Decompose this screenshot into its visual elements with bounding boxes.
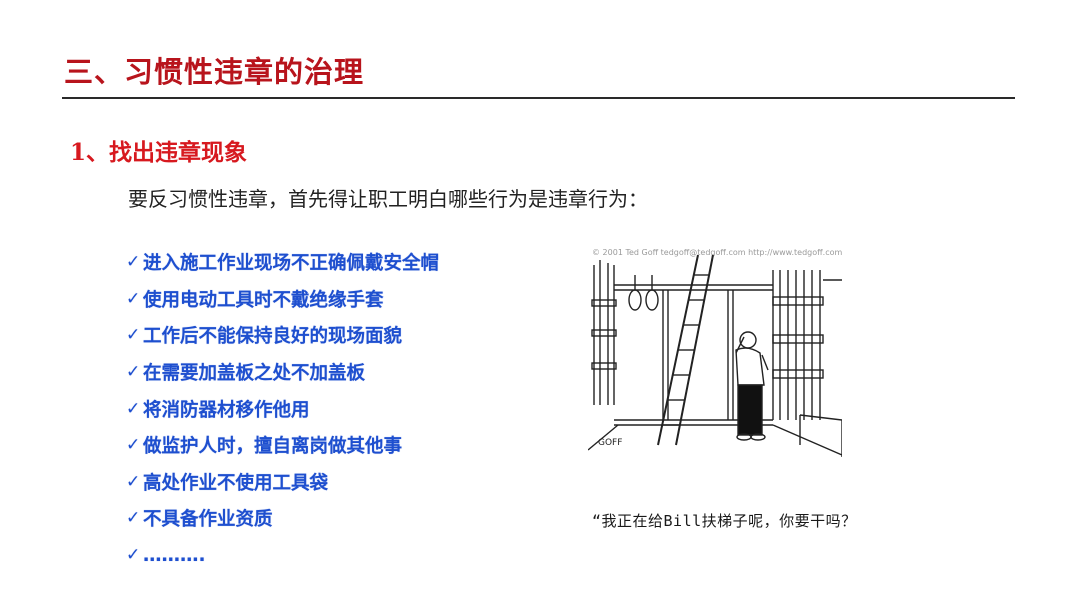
check-icon: ✓ (126, 398, 141, 419)
section-label: 找出违章现象 (109, 140, 248, 166)
list-item-text: 做监护人时，擅自离岗做其他事 (143, 436, 403, 458)
ladder-cartoon-image: GOFF (588, 254, 842, 457)
check-icon: ✓ (126, 435, 141, 456)
section-number: 1、 (70, 139, 110, 166)
check-icon: ✓ (126, 545, 141, 566)
check-icon: ✓ (126, 325, 141, 346)
list-item-text: 高处作业不使用工具袋 (143, 472, 329, 494)
check-icon: ✓ (126, 252, 141, 273)
list-item: ✓不具备作业资质 (126, 500, 439, 537)
list-item: ✓工作后不能保持良好的现场面貌 (126, 317, 439, 354)
check-icon: ✓ (126, 471, 141, 492)
check-icon: ✓ (126, 362, 141, 383)
check-icon: ✓ (126, 508, 141, 529)
list-item-text: ………. (143, 544, 206, 566)
cartoon-caption: “我正在给Bill扶梯子呢，你要干吗？ (592, 512, 857, 530)
title-divider (62, 97, 1015, 99)
list-item: ✓高处作业不使用工具袋 (126, 464, 439, 501)
list-item: ✓使用电动工具时不戴绝缘手套 (126, 281, 439, 318)
list-item: ✓进入施工作业现场不正确佩戴安全帽 (126, 244, 439, 281)
section-heading: 1、找出违章现象 (70, 136, 247, 170)
check-icon: ✓ (126, 288, 141, 309)
list-item-text: 工作后不能保持良好的现场面貌 (143, 326, 403, 348)
list-item-text: 进入施工作业现场不正确佩戴安全帽 (143, 253, 440, 275)
list-item-text: 将消防器材移作他用 (143, 399, 310, 421)
list-item-text: 在需要加盖板之处不加盖板 (143, 363, 366, 385)
list-item: ✓………. (126, 537, 439, 574)
cartoon-signature: GOFF (598, 438, 622, 448)
list-item-text: 使用电动工具时不戴绝缘手套 (143, 289, 384, 311)
slide-title: 三、习惯性违章的治理 (64, 55, 365, 89)
violation-list: ✓进入施工作业现场不正确佩戴安全帽 ✓使用电动工具时不戴绝缘手套 ✓工作后不能保… (126, 244, 439, 573)
list-item: ✓将消防器材移作他用 (126, 390, 439, 427)
intro-text: 要反习惯性违章，首先得让职工明白哪些行为是违章行为： (128, 187, 648, 211)
list-item-text: 不具备作业资质 (143, 509, 273, 531)
list-item: ✓在需要加盖板之处不加盖板 (126, 354, 439, 391)
list-item: ✓做监护人时，擅自离岗做其他事 (126, 427, 439, 464)
cartoon-copyright: © 2001 Ted Goff tedgoff@tedgoff.com http… (592, 248, 842, 257)
